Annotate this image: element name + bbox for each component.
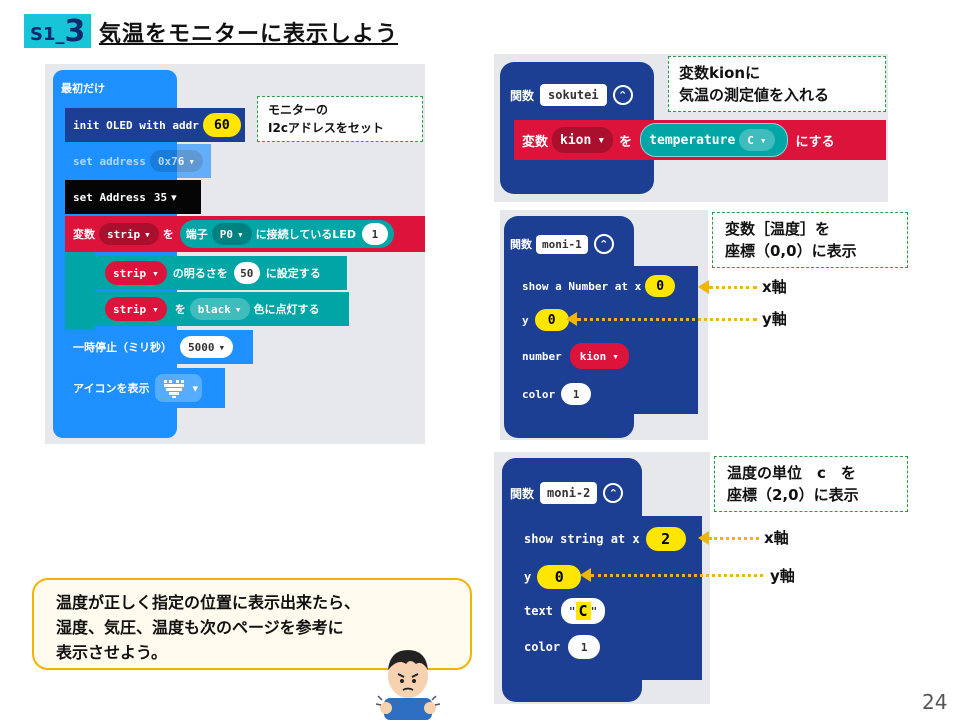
show-string-row: show string at x 2 [516, 524, 702, 554]
chevron-down-icon: ▾ [192, 381, 198, 395]
brightness-block[interactable]: strip▾ の明るさを 50 に設定する [95, 256, 347, 290]
arrow-y2 [580, 568, 591, 582]
set-Address-value[interactable]: 35 [153, 190, 168, 204]
on-start-label: 最初だけ [61, 82, 105, 95]
note-moni2: 温度の単位 c を 座標（2,0）に表示 [714, 456, 908, 512]
show-number-row: show a Number at x 0 [514, 272, 698, 300]
student-illustration [375, 636, 441, 720]
init-oled-block[interactable]: init OLED with addr 60 [65, 108, 245, 142]
temperature-oval[interactable]: temperature C▾ [640, 123, 788, 157]
moni2-text-row: text " C " [516, 596, 636, 626]
chevron-up-icon[interactable]: ⌃ [593, 234, 614, 254]
strip-inner-bar [65, 252, 95, 332]
unit-dropdown[interactable]: C▾ [739, 129, 775, 151]
neopixel-create-oval[interactable]: 端子 P0▾ に接続しているLED 1 [179, 220, 394, 248]
axis-x2-label: x軸 [764, 529, 789, 547]
moni2-x-value[interactable]: 2 [645, 527, 686, 551]
chevron-down-icon: ▾ [237, 227, 244, 241]
moni1-y-row: y 0 [514, 306, 634, 334]
moni2-panel: 関数 moni-2 ⌃ show string at x 2 y 0 text … [494, 452, 710, 704]
chevron-down-icon: ▾ [144, 227, 151, 241]
moni1-color-value[interactable]: 1 [561, 383, 592, 405]
moni1-x-value[interactable]: 0 [645, 275, 676, 297]
arrow-x1 [698, 280, 709, 294]
strip-var-oval[interactable]: strip▾ [105, 297, 167, 321]
pause-dropdown[interactable]: 5000▾ [180, 336, 234, 358]
page-title: 気温をモニターに表示しよう [99, 22, 399, 47]
page-number: 24 [922, 690, 948, 714]
moni1-y-value[interactable]: 0 [534, 309, 569, 331]
note-i2c: モニターの I2cアドレスをセット [257, 96, 423, 142]
section-code: S1_ 3 [24, 14, 92, 48]
axis-x1-label: x軸 [762, 278, 787, 296]
sokutei-name-field[interactable]: sokutei [540, 84, 607, 106]
set-strip-block[interactable]: 変数 strip▾ を 端子 P0▾ に接続しているLED 1 [65, 216, 425, 252]
chevron-up-icon[interactable]: ⌃ [612, 85, 633, 105]
moni1-color-row: color 1 [514, 380, 634, 408]
moni2-y-value[interactable]: 0 [537, 565, 582, 589]
color-dropdown[interactable]: black▾ [189, 298, 250, 320]
brightness-value[interactable]: 50 [233, 262, 260, 284]
port-dropdown[interactable]: P0▾ [211, 223, 252, 245]
moni1-number-row: number kion▾ [514, 342, 674, 370]
moni1-name-field[interactable]: moni-1 [536, 234, 588, 254]
arrow-y1 [566, 312, 577, 326]
set-Address-block[interactable]: set Address 35 ▾ [65, 180, 201, 214]
arrow-x2 [698, 531, 709, 545]
set-address-dropdown[interactable]: 0x76▾ [149, 150, 203, 172]
chevron-down-icon: ▾ [597, 132, 606, 148]
moni2-y-row: y 0 [516, 562, 636, 592]
chevron-up-icon[interactable]: ⌃ [603, 483, 624, 503]
chevron-down-icon: ▾ [188, 154, 195, 168]
note-kion: 変数kionに 気温の測定値を入れる [668, 56, 886, 112]
strip-var-dropdown[interactable]: strip▾ [99, 223, 159, 245]
chevron-down-icon: ▾ [234, 302, 242, 316]
show-icon-block[interactable]: アイコンを表示 ▾ [65, 368, 225, 408]
set-address-block[interactable]: set address 0x76▾ [65, 144, 211, 178]
chevron-down-icon[interactable]: ▾ [171, 190, 177, 204]
note-moni1: 変数［温度］を 座標（0,0）に表示 [712, 212, 908, 268]
chevron-down-icon: ▾ [152, 302, 159, 316]
chevron-down-icon: ▾ [152, 266, 159, 280]
moni2-name-field[interactable]: moni-2 [540, 482, 598, 504]
axis-y2-label: y軸 [770, 567, 795, 585]
strip-var-oval[interactable]: strip▾ [105, 261, 167, 285]
heart-icon[interactable]: ▾ [155, 374, 202, 402]
set-kion-block[interactable]: 変数 kion▾ を temperature C▾ にする [514, 120, 886, 160]
chevron-down-icon: ▾ [759, 133, 767, 147]
moni2-text-value[interactable]: " C " [560, 598, 606, 624]
moni1-panel: 関数 moni-1 ⌃ show a Number at x 0 y 0 num… [500, 210, 708, 440]
kion-var-oval[interactable]: kion▾ [569, 343, 629, 369]
pause-block[interactable]: 一時停止（ミリ秒） 5000▾ [65, 330, 253, 364]
chevron-down-icon: ▾ [218, 340, 226, 354]
init-addr-value[interactable]: 60 [202, 113, 241, 137]
kion-var-dropdown[interactable]: kion▾ [552, 127, 614, 153]
axis-y1-label: y軸 [762, 310, 787, 328]
moni2-color-row: color 1 [516, 632, 636, 662]
led-count-value[interactable]: 1 [361, 223, 388, 245]
chevron-down-icon: ▾ [612, 349, 619, 363]
moni2-color-value[interactable]: 1 [568, 635, 601, 659]
show-color-block[interactable]: strip▾ を black▾ 色に点灯する [95, 292, 349, 326]
